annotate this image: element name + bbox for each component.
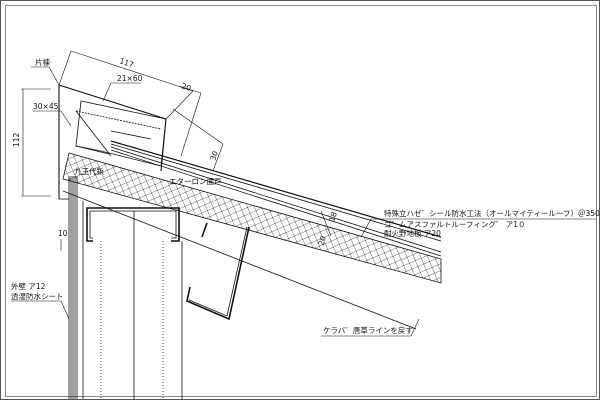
dimension-lines	[11, 50, 596, 337]
roof-panel-line	[110, 140, 442, 238]
dim-roof-thickness: 18	[327, 211, 339, 223]
label-roof-spec: 特殊立ハゼ゛シール防水工法（オールマイティールーフ）＠350	[384, 208, 600, 218]
label-batten-size: 30×45	[33, 102, 59, 111]
label-foam-closure: エターロン面戸	[169, 177, 222, 186]
label-cap-size: 21×60	[117, 74, 143, 83]
wall-layers	[68, 176, 183, 399]
z-clip	[186, 222, 250, 321]
label-wall-sheet: 透湿防水シート	[11, 291, 64, 301]
insulation-hatch	[62, 152, 442, 284]
label-underlay-spec: ゴ゛ムアスファルトルーフィング゛ ア1０	[384, 219, 526, 229]
dim-slope-length: 117	[118, 56, 135, 69]
dim-wall-offset: 10	[58, 229, 68, 238]
label-ridge-member: 片棟	[35, 57, 50, 67]
label-wall-spec: 外壁 ア12	[11, 281, 46, 291]
dim-height: 112	[12, 132, 21, 147]
label-sheathing-spec: 耐火野地板 ア20	[384, 228, 441, 238]
dim-cap-height: 30	[208, 150, 220, 162]
sheet-border	[5, 5, 597, 397]
dim-cap-offset: 20	[180, 81, 192, 93]
label-nail: 九王代鋲	[74, 166, 104, 176]
label-verge-note: ケラバ゛唐草ラインを戻す	[323, 325, 413, 335]
c-channel	[86, 207, 180, 242]
dim-sheathing-thickness: 20	[316, 235, 328, 247]
